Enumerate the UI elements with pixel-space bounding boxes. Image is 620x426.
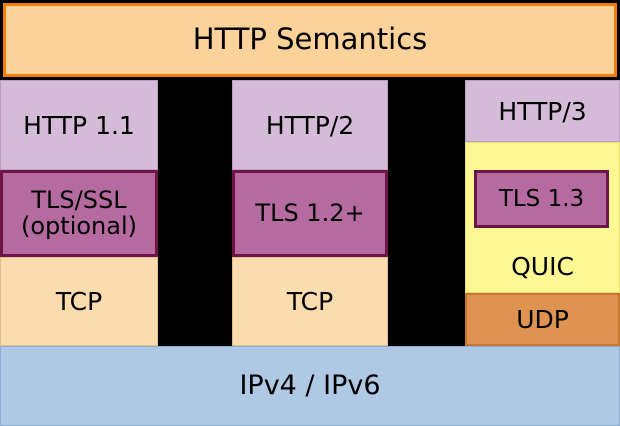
layer-tls-1-3: TLS 1.3 [474,170,609,228]
layer-http-2: HTTP/2 [232,80,388,170]
layer-udp: UDP [465,293,620,346]
layer-http-semantics: HTTP Semantics [3,3,617,77]
layer-tcp-http1: TCP [0,257,158,346]
layer-tcp-http2: TCP [232,257,388,346]
layer-ip: IPv4 / IPv6 [0,346,620,426]
layer-http-3: HTTP/3 [465,80,620,142]
layer-http-1-1: HTTP 1.1 [0,80,158,170]
layer-tls-ssl-optional: TLS/SSL (optional) [0,170,158,257]
layer-tls-1-2-plus: TLS 1.2+ [232,170,388,257]
